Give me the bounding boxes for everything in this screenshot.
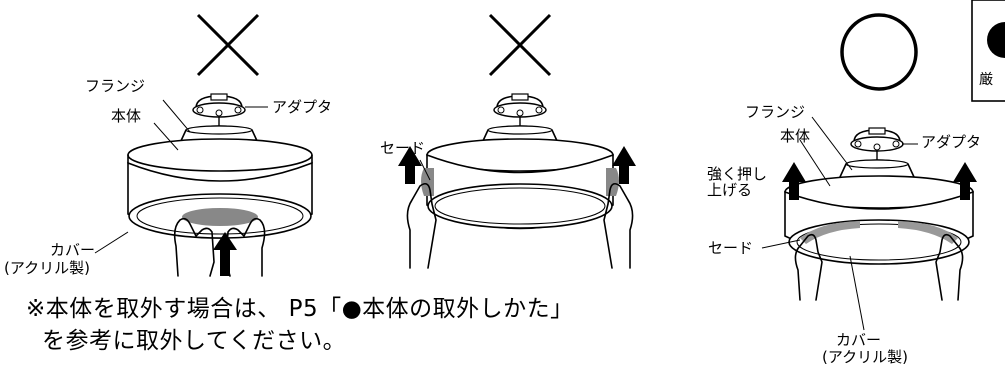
- label-shade-middle: セード: [380, 139, 426, 157]
- corner-box-text: 厳: [979, 72, 993, 88]
- light-fixture-left: [94, 93, 313, 277]
- label-push-line1: 強く押し: [707, 165, 768, 183]
- adapter-left: [192, 93, 246, 126]
- note-line-1: ※本体を取外す場合は、 P5「●本体の取外しかた」: [26, 296, 574, 322]
- light-fixture-right: [761, 116, 977, 331]
- wrong-mark-icon: [196, 13, 260, 77]
- wrong-mark-icon: [488, 13, 552, 77]
- label-cover-material-right: (アクリル製): [822, 348, 908, 366]
- label-push-line2: 上げる: [707, 181, 753, 199]
- label-adapter-left: アダプタ: [272, 98, 333, 116]
- corner-caution-box: [971, 0, 1005, 102]
- label-cover-right: カバー: [836, 331, 882, 349]
- label-body-right: 本体: [780, 127, 811, 145]
- correct-mark-icon: [840, 13, 918, 91]
- label-adapter-right: アダプタ: [921, 133, 982, 151]
- label-body-left: 本体: [111, 107, 142, 125]
- light-fixture-middle: [398, 93, 636, 269]
- label-flange-right: フランジ: [745, 103, 806, 121]
- label-cover-material-left: (アクリル製): [4, 259, 90, 277]
- label-flange-left: フランジ: [85, 77, 146, 95]
- note-line-2: を参考に取外してください。: [42, 328, 347, 354]
- label-cover-left: カバー: [50, 241, 96, 259]
- label-shade-right: セード: [708, 239, 754, 257]
